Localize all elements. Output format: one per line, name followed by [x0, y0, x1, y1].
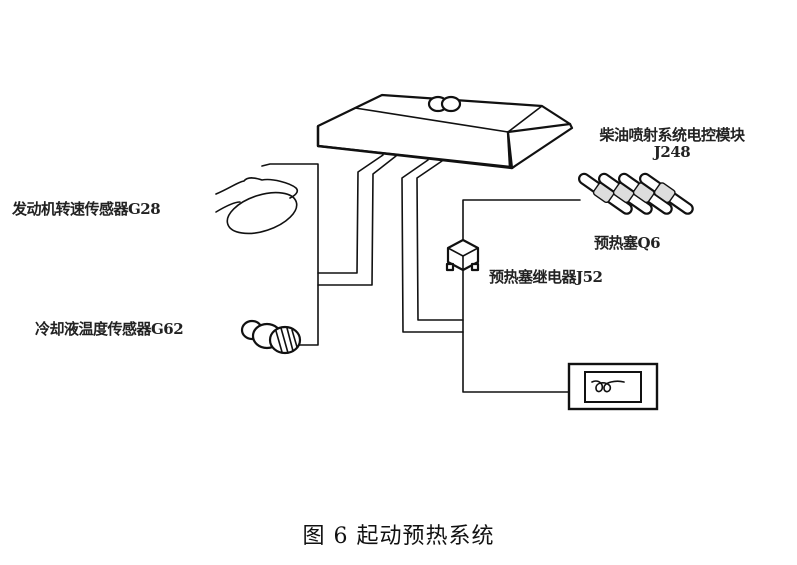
- glow-indicator-lamp: [567, 362, 659, 411]
- wire-bundle-left: [317, 154, 397, 286]
- glow-plug-label: 预热塞Q6: [594, 234, 661, 252]
- wire-bundle-right: [401, 159, 464, 333]
- ecu-name-label: 柴油喷射系统电控模块: [599, 126, 745, 144]
- speed-sensor-label: 发动机转速传感器G28: [12, 200, 161, 218]
- relay-label: 预热塞继电器J52: [489, 268, 603, 286]
- speed-sensor-g28: [215, 177, 299, 235]
- ecu-code-label: J248: [653, 143, 691, 161]
- coolant-sensor-label: 冷却液温度传感器G62: [35, 320, 184, 338]
- relay-wiring: [462, 199, 581, 393]
- sensor-wire: [261, 163, 319, 346]
- glow-plug-relay-j52: [445, 238, 480, 272]
- coolant-sensor-g62: [240, 319, 302, 355]
- figure-caption: 图 6 起动预热系统: [302, 524, 495, 549]
- coil-icon: [591, 380, 625, 393]
- glow-plugs-q6: [577, 172, 694, 215]
- ecu-module: [316, 93, 574, 170]
